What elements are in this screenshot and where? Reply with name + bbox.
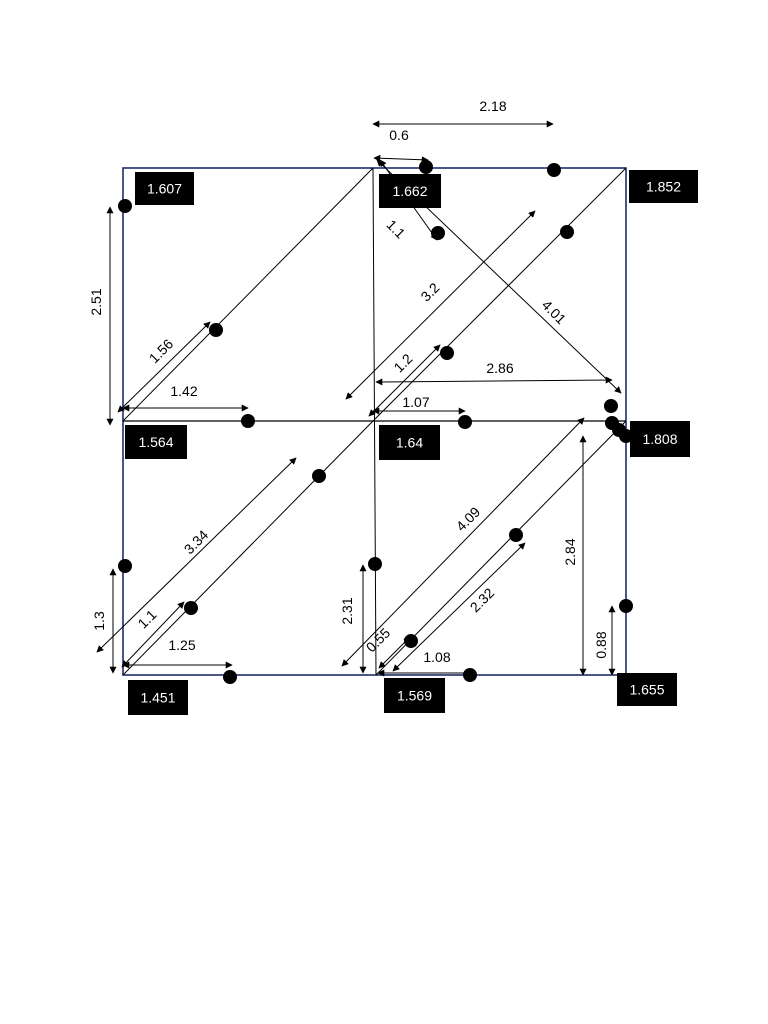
dim-arrow-1-56 (117, 321, 211, 413)
point (404, 634, 418, 648)
dimension-label: 2.51 (88, 288, 104, 315)
dimension-label: 1.56 (146, 336, 177, 367)
node-labels: 1.607 1.662 1.852 1.564 1.64 1.808 1.451 (125, 170, 698, 715)
dim-arrow-2-32 (392, 542, 526, 672)
point (312, 469, 326, 483)
node-label-text: 1.607 (147, 181, 182, 197)
diagonal-lower-left (122, 420, 374, 676)
point (118, 559, 132, 573)
dim-arrow-3-34 (96, 457, 297, 653)
node-label-box: 1.808 (630, 421, 690, 457)
point (440, 346, 454, 360)
point (241, 414, 255, 428)
dimension-label: 1.1 (383, 216, 408, 241)
node-label-box: 1.569 (384, 678, 445, 713)
dim-arrow-2-86 (375, 376, 613, 386)
node-label-text: 1.662 (392, 183, 427, 199)
point (619, 429, 633, 443)
dim-arrow-0-6 (373, 154, 429, 164)
point (463, 668, 477, 682)
point (509, 528, 523, 542)
dimension-label: 0.88 (593, 631, 609, 658)
dimension-label: 1.42 (170, 383, 197, 399)
node-label-box: 1.451 (128, 680, 188, 715)
dimension-label: 4.09 (453, 504, 484, 535)
dimension-label: 2.32 (467, 585, 498, 616)
dim-arrow-1-1-bottom (121, 601, 185, 668)
point (547, 163, 561, 177)
dimension-label: 1.07 (402, 394, 429, 410)
node-label-text: 1.569 (397, 688, 432, 704)
node-label-text: 1.451 (140, 690, 175, 706)
dimension-label: 3.34 (181, 527, 212, 558)
node-label-box: 1.655 (617, 673, 677, 706)
point (368, 557, 382, 571)
dimension-label: 1.25 (168, 637, 195, 653)
dimension-label: 1.2 (390, 350, 415, 375)
dimension-label: 1.08 (423, 649, 450, 665)
dimension-label: 4.01 (539, 297, 570, 328)
point (184, 601, 198, 615)
node-label-text: 1.852 (646, 179, 681, 195)
node-label-box: 1.564 (125, 425, 187, 459)
measurement-points (118, 160, 633, 684)
node-label-text: 1.64 (396, 435, 423, 451)
point (560, 225, 574, 239)
diagonal-upper-left (122, 167, 374, 422)
node-label-text: 1.655 (629, 682, 664, 698)
dim-arrow-4-09 (341, 417, 585, 667)
node-label-text: 1.808 (642, 431, 677, 447)
point (619, 599, 633, 613)
frame-group (122, 167, 627, 676)
dimension-label: 1.1 (134, 606, 159, 631)
node-label-box: 1.64 (379, 425, 440, 460)
point (431, 226, 445, 240)
node-label-box: 1.852 (629, 170, 698, 203)
point (419, 160, 433, 174)
point (223, 670, 237, 684)
point (209, 323, 223, 337)
dimension-label: 2.18 (479, 98, 506, 114)
node-label-box: 1.662 (379, 174, 441, 208)
dimension-label: 3.2 (417, 279, 442, 304)
point (118, 199, 132, 213)
point (458, 415, 472, 429)
dimension-label: 0.6 (389, 127, 409, 143)
dimension-arrows (96, 120, 622, 677)
dimension-label: 2.86 (486, 360, 513, 376)
dimension-label: 0.55 (363, 625, 394, 656)
dimension-label: 2.84 (562, 538, 578, 565)
dimension-label: 2.31 (339, 597, 355, 624)
dimension-label: 1.3 (91, 611, 107, 631)
node-label-box: 1.607 (135, 172, 194, 205)
point (604, 399, 618, 413)
node-label-text: 1.564 (138, 434, 173, 450)
